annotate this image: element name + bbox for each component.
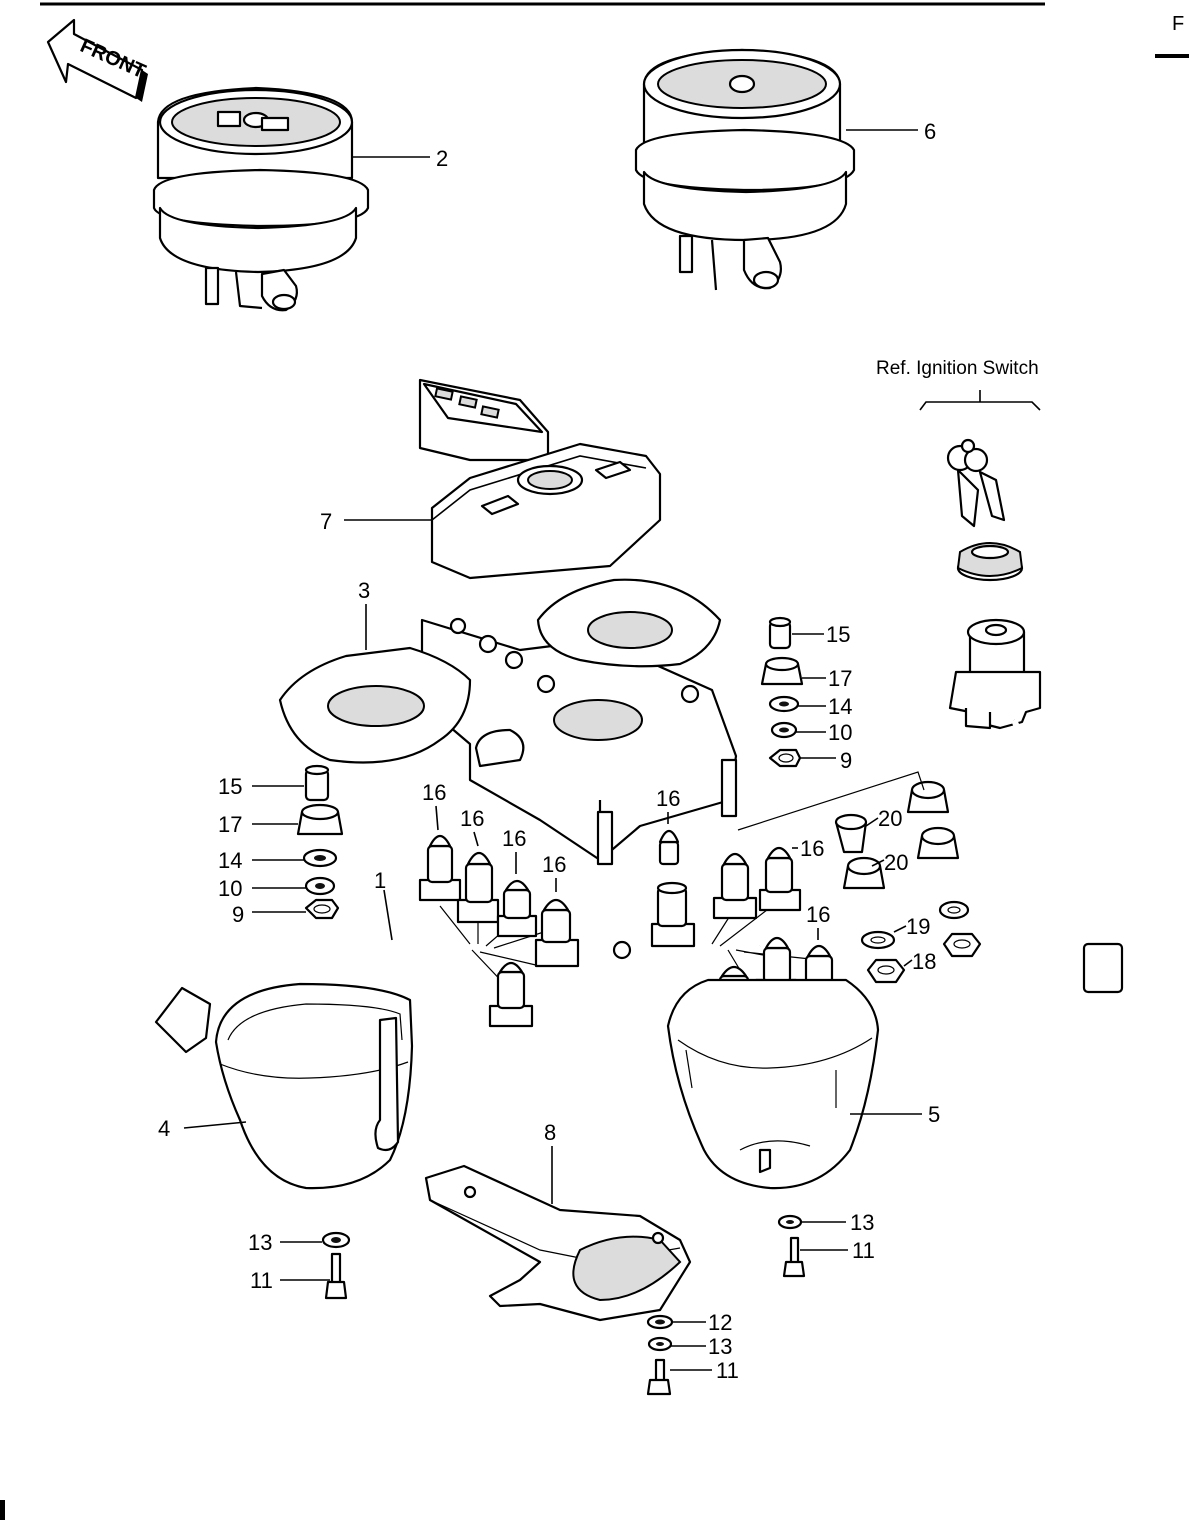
callout-16f: 16: [800, 836, 824, 861]
damper-17-right: [760, 656, 804, 686]
left-margin-mark: [0, 1500, 5, 1520]
ref-line-20: [737, 771, 925, 831]
callout-7: 7: [320, 509, 332, 534]
leader-19: [893, 925, 907, 933]
ignition-nut: [956, 542, 1024, 582]
nut-9-left: [304, 898, 340, 920]
grommet-20c: [916, 826, 960, 860]
callout-11-center: 11: [716, 1358, 739, 1383]
nut-18b: [942, 932, 982, 958]
meter-left: [152, 86, 370, 312]
callout-12: 12: [708, 1310, 732, 1335]
callout-10-right: 10: [828, 720, 852, 745]
washer-10-left: [304, 876, 336, 896]
washer-12: [646, 1314, 674, 1330]
bulb-socket-6: [650, 881, 696, 948]
callout-20a: 20: [878, 806, 902, 831]
bolt-11-center: [646, 1358, 672, 1396]
bulb-socket-8: [758, 846, 802, 912]
washer-13-left: [321, 1231, 351, 1249]
washer-19a: [860, 930, 896, 950]
callout-13-center: 13: [708, 1334, 732, 1359]
nut-9-right: [768, 748, 802, 768]
callout-17-left: 17: [218, 812, 242, 837]
callout-14-right: 14: [828, 694, 852, 719]
corner-label: F: [1172, 13, 1184, 35]
leader-20a: [865, 817, 879, 827]
grommet-20b: [834, 813, 868, 854]
callout-9-left: 9: [232, 902, 244, 927]
meter-case-left: [214, 982, 414, 1190]
bolt-11-left: [324, 1252, 348, 1300]
callout-10-left: 10: [218, 876, 242, 901]
ignition-keys: [946, 438, 1006, 528]
meter-bracket-lower: [424, 1164, 692, 1322]
front-arrow: FRONT: [46, 18, 149, 102]
nut-18a: [866, 958, 906, 984]
meter-case-right: [666, 978, 880, 1190]
bulb-socket-1: [418, 834, 462, 902]
callout-5: 5: [928, 1102, 940, 1127]
callout-19: 19: [906, 914, 930, 939]
callout-16c: 16: [502, 826, 526, 851]
bulb-16-loose: [658, 829, 680, 866]
leader-16a: [435, 805, 439, 831]
ignition-switch-body: [948, 618, 1124, 994]
callout-6: 6: [924, 119, 936, 144]
washer-14-right: [768, 695, 800, 713]
leader-18: [903, 959, 913, 967]
callout-17-right: 17: [828, 666, 852, 691]
grommet-15-right: [768, 616, 792, 650]
damper-17-left: [296, 803, 344, 836]
bulb-socket-3: [496, 879, 538, 938]
callout-13-left: 13: [248, 1230, 272, 1255]
grommet-20a: [906, 780, 950, 814]
bulb-socket-2: [456, 851, 500, 924]
callout-16g: 16: [806, 902, 830, 927]
meter-right: [634, 48, 856, 291]
washer-19b: [938, 900, 970, 920]
grommet-15-left: [304, 764, 330, 802]
ref-ignition-switch-label: Ref. Ignition Switch: [876, 358, 1039, 379]
callout-2: 2: [436, 146, 448, 171]
grommet-20d: [842, 856, 886, 890]
callout-16b: 16: [460, 806, 484, 831]
callout-9-right: 9: [840, 748, 852, 773]
washer-14-left: [302, 848, 338, 868]
washer-13-right: [777, 1214, 803, 1230]
callout-15-left: 15: [218, 774, 242, 799]
bulb-socket-5: [488, 961, 534, 1028]
callout-16d: 16: [542, 852, 566, 877]
leader-20b: [871, 859, 885, 867]
callout-16a: 16: [422, 780, 446, 805]
callout-15-right: 15: [826, 622, 850, 647]
callout-11-left: 11: [250, 1268, 273, 1293]
callout-4: 4: [158, 1116, 170, 1141]
callout-8: 8: [544, 1120, 556, 1145]
meter-bracket: [278, 578, 738, 866]
callout-14-left: 14: [218, 848, 242, 873]
washer-10-right: [770, 721, 798, 739]
bolt-11-right: [782, 1236, 806, 1278]
bulb-socket-4: [534, 898, 580, 968]
leader-1: [383, 889, 393, 941]
callout-3: 3: [358, 578, 370, 603]
bulb-socket-7: [712, 852, 758, 920]
washer-13-center: [647, 1336, 673, 1352]
leader-4: [183, 1121, 247, 1129]
callout-18: 18: [912, 949, 936, 974]
ref-bracket: [919, 390, 1041, 411]
leader-16b: [473, 831, 479, 847]
callout-16e: 16: [656, 786, 680, 811]
callout-13-right: 13: [850, 1210, 874, 1235]
callout-11-right: 11: [852, 1238, 875, 1263]
callout-20b: 20: [884, 850, 908, 875]
meter-cover: [418, 378, 662, 580]
callout-1: 1: [374, 868, 386, 893]
